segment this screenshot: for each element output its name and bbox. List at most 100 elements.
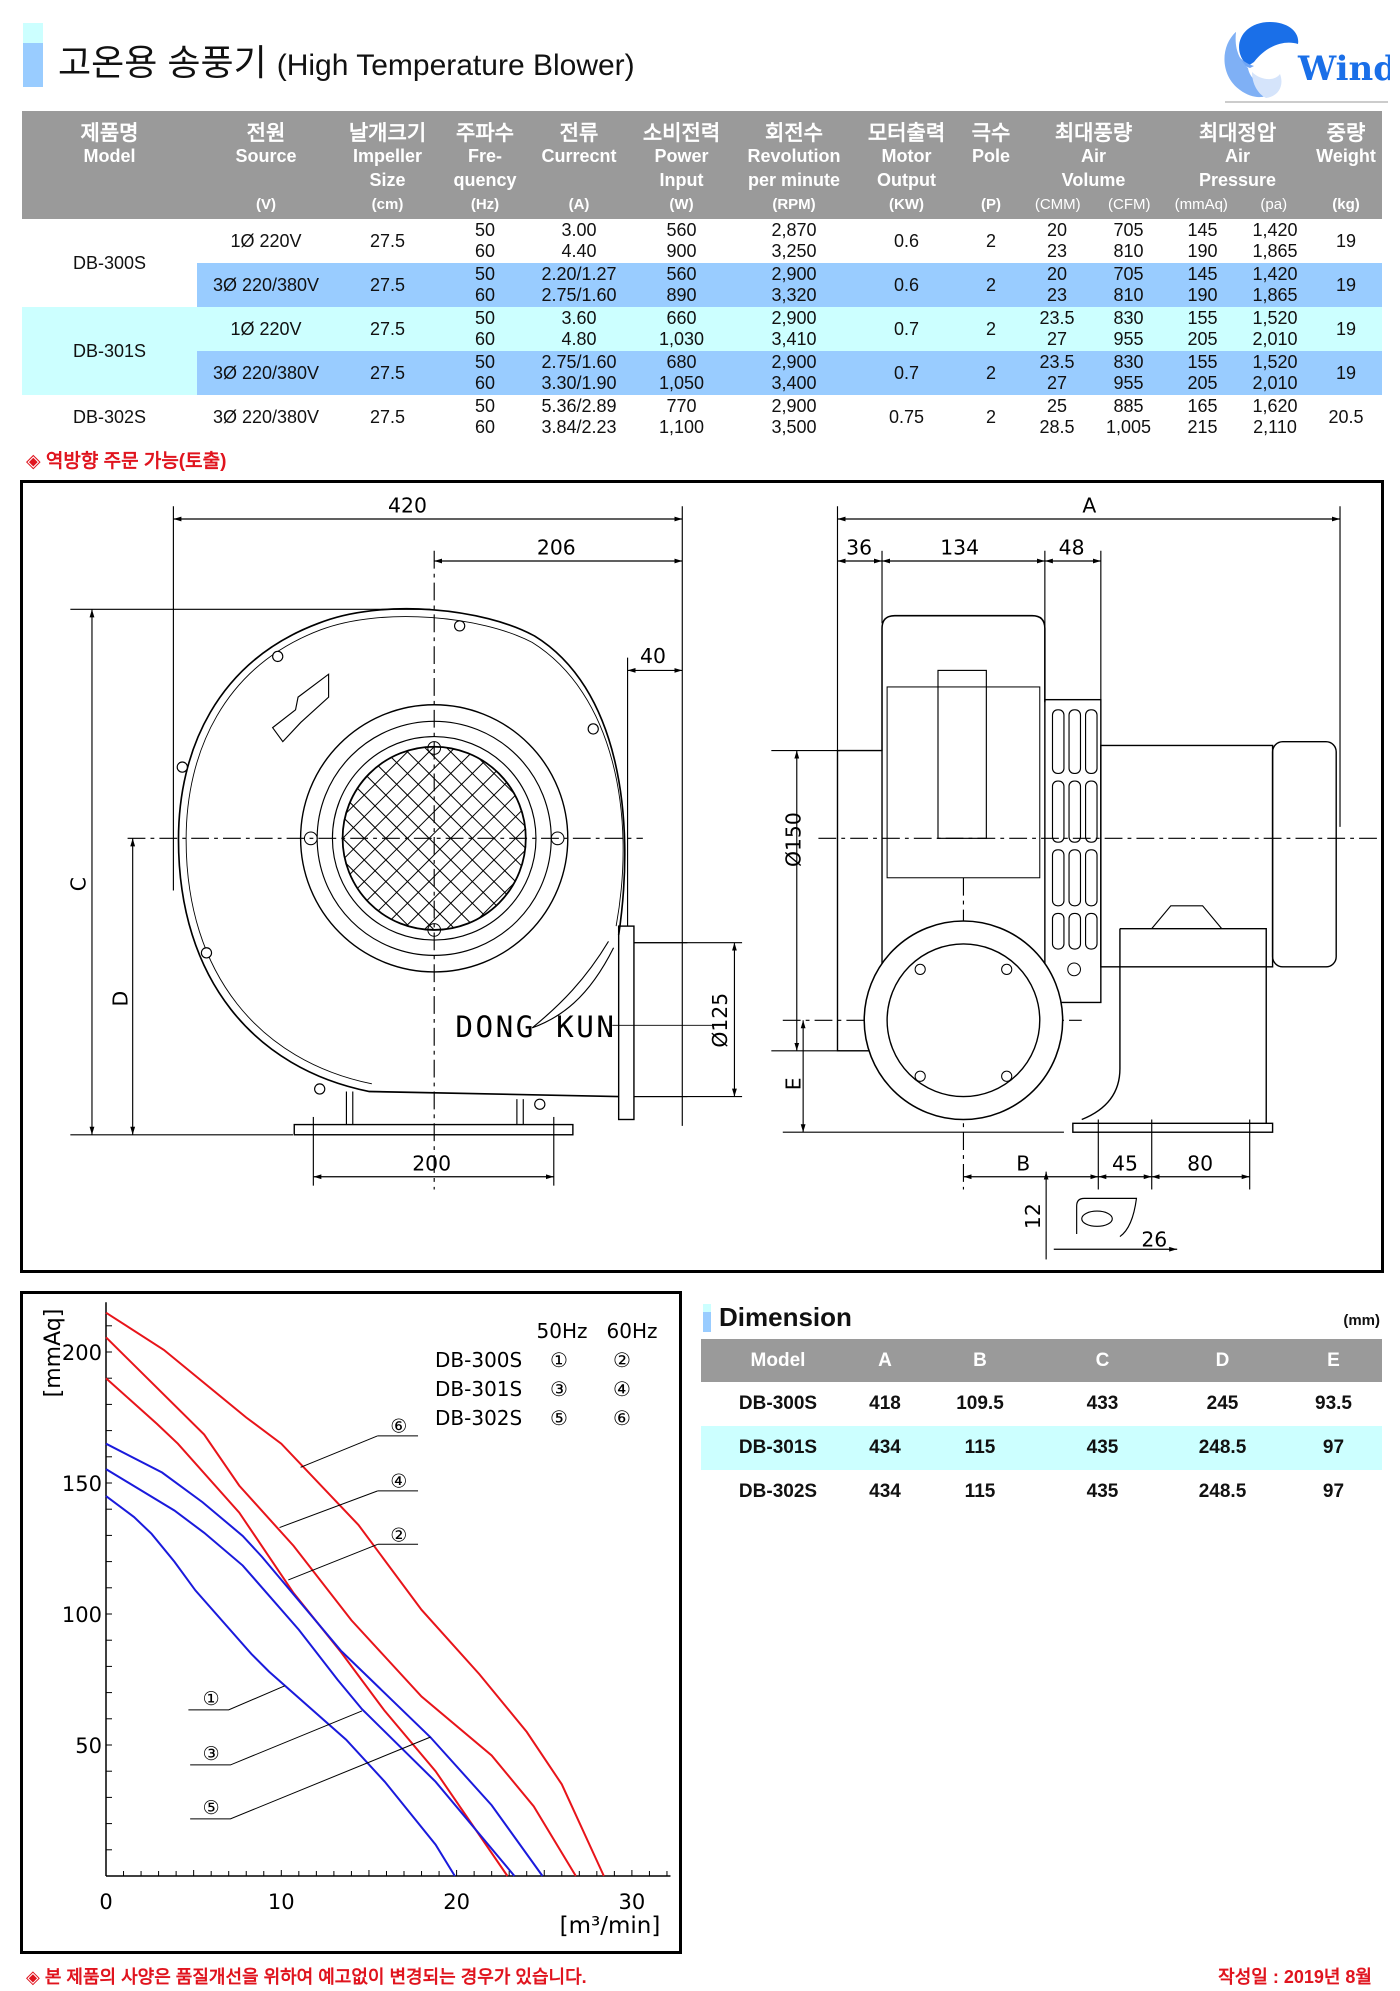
inlet-ring: [299, 704, 569, 973]
cell-value: 145: [1187, 220, 1218, 240]
cell-value: 27.5: [369, 318, 406, 339]
cell-value: 27: [1046, 329, 1068, 349]
header-unit: (CMM): [1034, 196, 1081, 213]
cell-source: 3Ø 220/380V: [197, 395, 335, 439]
header-korean: 최대정압: [1198, 122, 1277, 145]
dimension-accent-bar: [703, 1312, 711, 1332]
cell-source: 1Ø 220V: [197, 219, 335, 263]
windy-logo: Windy: [1224, 22, 1390, 103]
cell-value: 190: [1187, 285, 1218, 305]
header-english: quency: [453, 170, 517, 190]
dimension-cell: 97: [1322, 1481, 1345, 1502]
cell-value: 2,870: [771, 220, 817, 240]
header-unit: (W): [669, 196, 694, 213]
cell-weight: 19: [1310, 219, 1382, 263]
legend-50hz: ⑤: [550, 1406, 568, 1430]
header-unit: (kg): [1332, 196, 1360, 213]
cell-value: 3,250: [771, 241, 817, 261]
cell-value: 19: [1335, 274, 1357, 295]
dimension-column-header: C: [1095, 1350, 1110, 1371]
header-unit: (cm): [371, 196, 404, 213]
series-line-5: [105, 1442, 544, 1877]
cell-motor: 0.7: [853, 307, 960, 351]
cell-value: 1,420: [1252, 220, 1298, 240]
series-label: ③: [203, 1743, 220, 1765]
dimension-cell: 418: [869, 1393, 901, 1414]
cell-value: 205: [1187, 373, 1218, 393]
header-english: Currecnt: [541, 146, 617, 166]
cell-value: 165: [1187, 396, 1218, 416]
cell-value: 1Ø 220V: [230, 230, 302, 251]
series-line-3: [105, 1468, 516, 1877]
cell-value: 50: [474, 352, 496, 372]
header-english: Pressure: [1198, 170, 1277, 190]
cell-value: 145: [1187, 264, 1218, 284]
dim-label-420: 420: [388, 494, 427, 518]
dimension-cell: 433: [1086, 1393, 1119, 1414]
cell-value: 1,050: [658, 373, 705, 393]
cell-value: 3.84/2.23: [541, 417, 617, 437]
cell-source: 3Ø 220/380V: [197, 351, 335, 395]
dimension-column-header: D: [1215, 1350, 1230, 1371]
title-accent-bar: [23, 43, 43, 87]
dimension-cell: 245: [1206, 1393, 1239, 1414]
y-tick-label: 200: [62, 1341, 102, 1365]
x-tick-label: 10: [268, 1890, 295, 1914]
dimension-cell: DB-300S: [738, 1393, 818, 1414]
cell-value: 50: [474, 220, 496, 240]
cell-value: 3.60: [561, 308, 597, 328]
logo-text: Windy: [1297, 49, 1390, 89]
cell-weight: 19: [1310, 351, 1382, 395]
cell-value: 0.7: [893, 318, 920, 339]
model-group-bg: [22, 395, 1382, 439]
header-english: Volume: [1061, 170, 1126, 190]
cell-weight: 20.5: [1310, 395, 1382, 439]
housing-side: [881, 614, 1046, 751]
cell-value: 1,520: [1252, 352, 1298, 372]
cell-value: 560: [666, 264, 697, 284]
dimension-cell: 248.5: [1198, 1481, 1247, 1502]
cell-value: 3,400: [771, 373, 817, 393]
y-tick-label: 100: [62, 1603, 102, 1627]
legend-header: 50Hz: [537, 1319, 588, 1343]
outlet-flange: [617, 925, 635, 1121]
cell-value: 27.5: [369, 406, 406, 427]
cell-value: 2,010: [1252, 329, 1298, 349]
stand: [1081, 927, 1267, 1124]
cell-value: 810: [1113, 241, 1144, 261]
cell-value: 2: [985, 406, 996, 427]
x-tick-label: 30: [619, 1890, 646, 1914]
dimension-cell: 435: [1086, 1437, 1119, 1458]
dim-label-b: B: [1016, 1151, 1030, 1175]
series-label: ④: [390, 1471, 407, 1493]
leader-line: [190, 1710, 363, 1766]
cell-motor: 0.6: [853, 263, 960, 307]
cell-motor: 0.75: [853, 395, 960, 439]
model-name: DB-301S: [72, 340, 147, 361]
technical-drawing: 420 206 40 200 C D DONG KUN Ø125 A 36 13…: [67, 494, 1382, 1260]
dim-label-48: 48: [1059, 536, 1085, 560]
cell-value: 0.6: [893, 274, 920, 295]
header-english: Air: [1224, 146, 1250, 166]
header-korean: 소비전력: [642, 122, 721, 145]
cell-value: 705: [1113, 220, 1144, 240]
outlet-flange-side: [863, 920, 1064, 1121]
dimension-title: Dimension: [719, 1302, 852, 1332]
cell-value: 27.5: [369, 274, 406, 295]
x-tick-label: 20: [443, 1890, 470, 1914]
